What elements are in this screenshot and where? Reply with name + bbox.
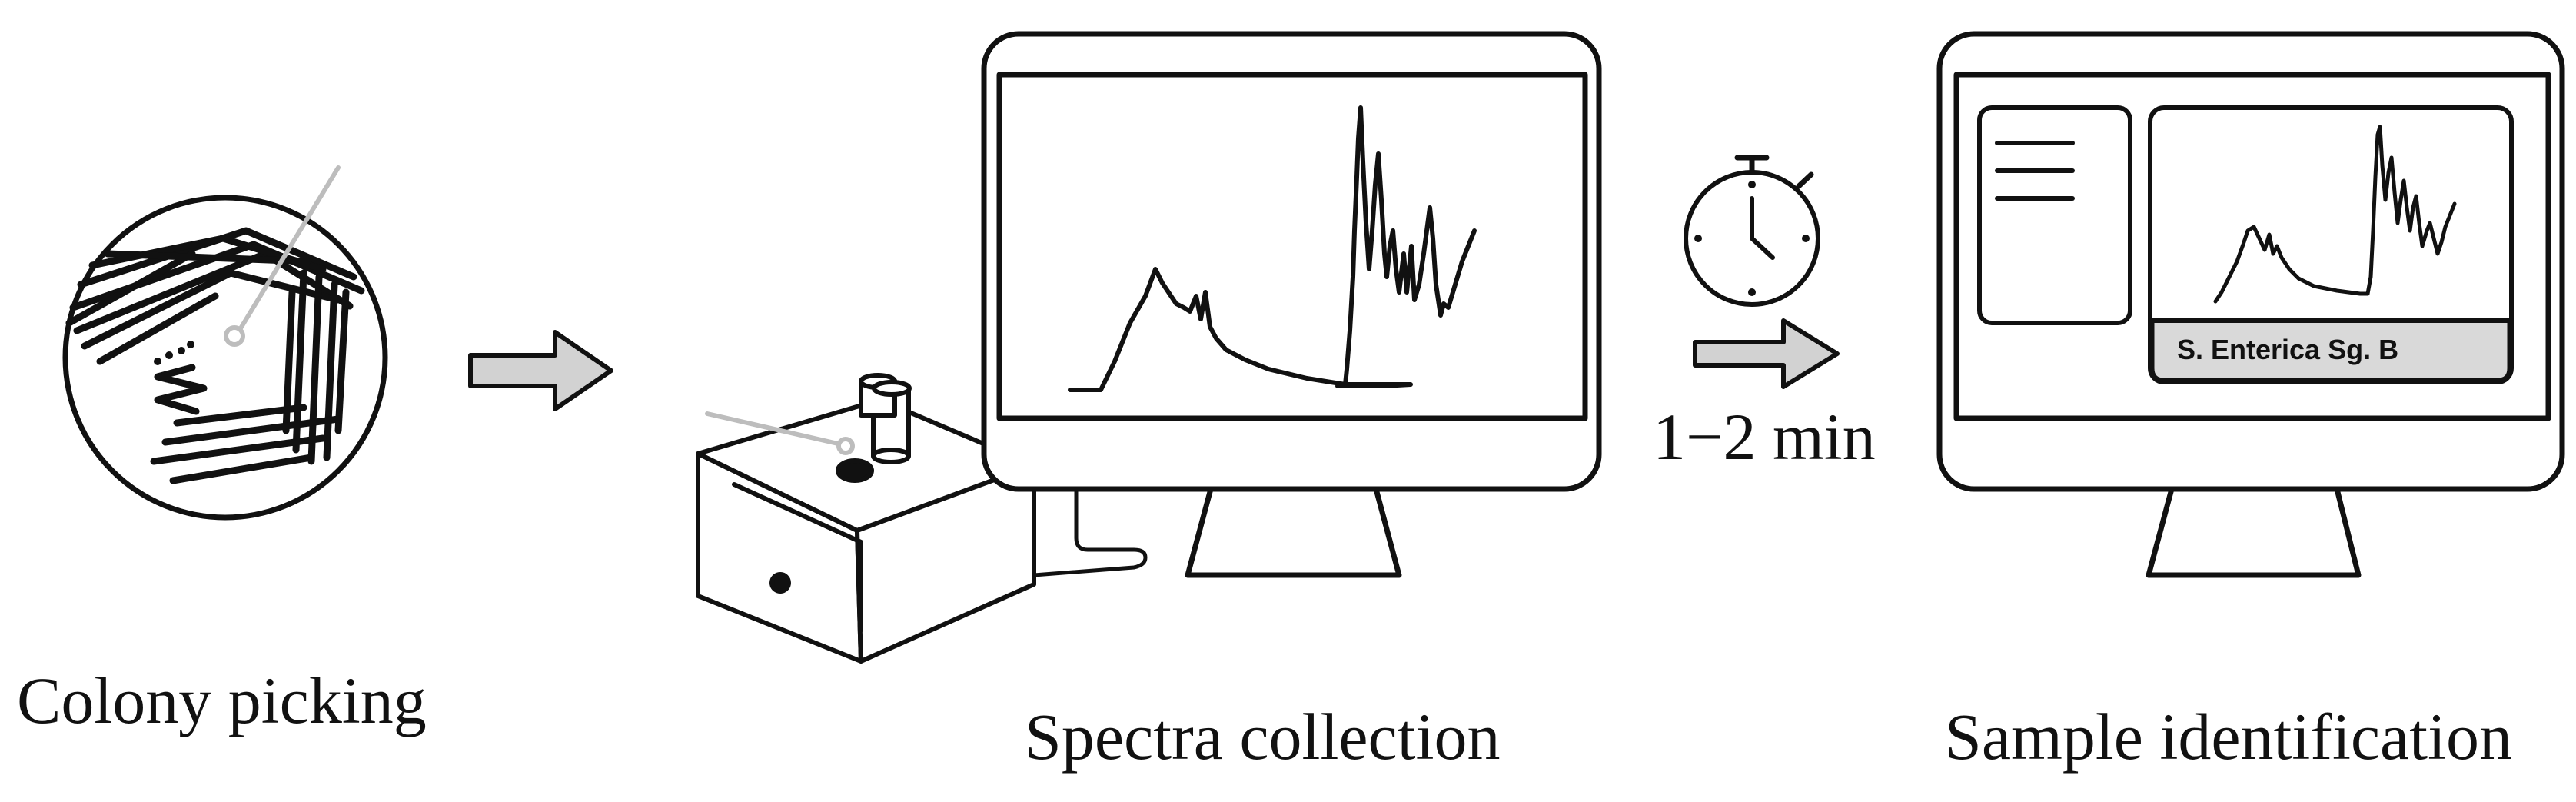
- cable: [1033, 489, 1148, 577]
- step-label-sample-identification: Sample identification: [1945, 700, 2512, 774]
- right-arrow-icon: [1693, 318, 1840, 389]
- right-arrow-icon: [468, 330, 613, 411]
- identification-result-label: S. Enterica Sg. B: [2177, 334, 2399, 365]
- stopwatch-icon: [1684, 155, 1820, 307]
- timing-label: 1−2 min: [1653, 400, 1876, 474]
- spectrum-plot-small: [2213, 125, 2457, 304]
- step-label-spectra-collection: Spectra collection: [1025, 700, 1501, 774]
- menu-lines-icon: [1995, 141, 2075, 201]
- spectrum-plot: [1068, 105, 1477, 392]
- monitor-icon: [1936, 31, 2565, 578]
- inoculation-loop-icon: [224, 165, 341, 347]
- monitor-icon: [981, 31, 1602, 578]
- result-bar: [2150, 318, 2511, 382]
- petri-dish-icon: [62, 195, 388, 521]
- sample-pick-tool: [705, 411, 855, 455]
- step-label-colony-picking: Colony picking: [17, 664, 427, 737]
